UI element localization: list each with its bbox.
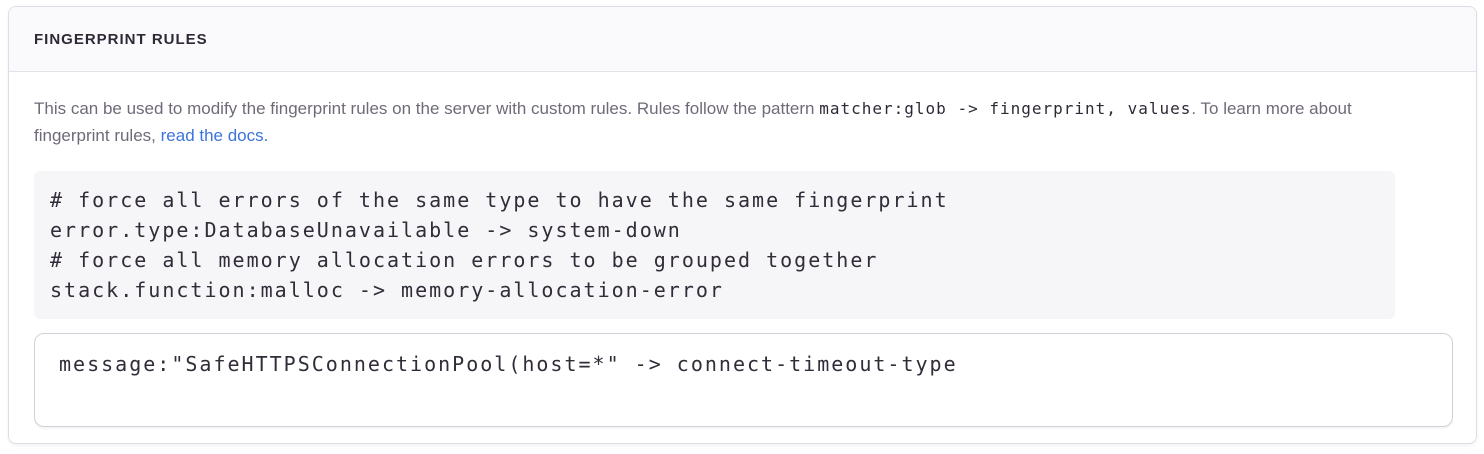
- fingerprint-rules-panel: FINGERPRINT RULES This can be used to mo…: [8, 6, 1477, 444]
- panel-title: FINGERPRINT RULES: [34, 30, 208, 48]
- description-text: This can be used to modify the fingerpri…: [34, 95, 1395, 149]
- description-text-before: This can be used to modify the fingerpri…: [34, 99, 820, 118]
- read-the-docs-link[interactable]: read the docs.: [160, 126, 269, 145]
- fingerprint-rules-textarea[interactable]: message:"SafeHTTPSConnectionPool(host=*"…: [34, 333, 1453, 427]
- pattern-inline-code: matcher:glob -> fingerprint, values: [819, 99, 1192, 118]
- panel-body: This can be used to modify the fingerpri…: [9, 72, 1476, 443]
- example-rules-code-block: # force all errors of the same type to h…: [34, 171, 1395, 319]
- description-text-middle: . To learn more about fingerprint rules,: [34, 99, 1352, 145]
- panel-header: FINGERPRINT RULES: [9, 7, 1476, 72]
